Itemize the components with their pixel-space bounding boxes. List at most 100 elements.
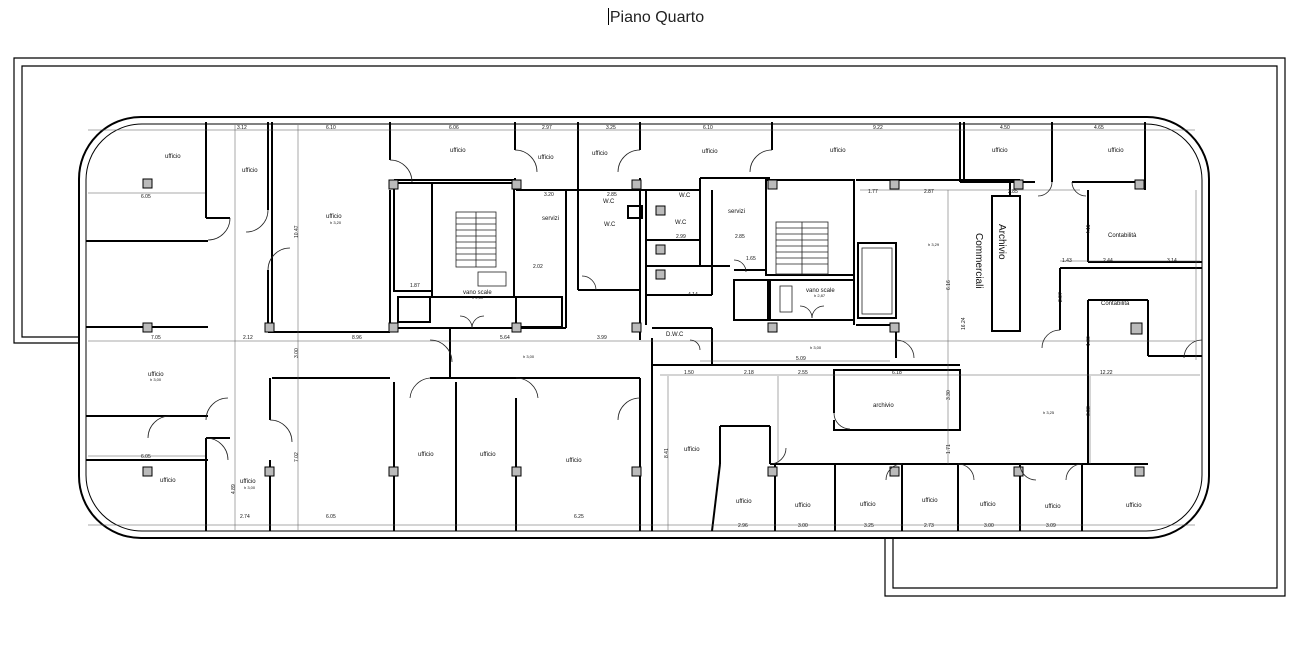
room-label: ufficio [418, 452, 434, 458]
room-label: ufficio [992, 148, 1008, 154]
room-label: D.W.C [666, 332, 684, 338]
room-label: ufficio [165, 154, 181, 160]
room-label: ufficio [242, 168, 258, 174]
dimension-label: 1.65 [746, 256, 756, 262]
dimension-label: 2.97 [542, 125, 552, 131]
dimension-label: 2.87 [924, 189, 934, 195]
text-cursor [607, 8, 609, 25]
dimension-label: 8.96 [352, 335, 362, 341]
plan-title: Piano Quarto [0, 8, 1312, 27]
dimension-label: 1.77 [868, 189, 878, 195]
dimension-label: 2.85 [1008, 189, 1018, 195]
room-label: ufficio [160, 478, 176, 484]
dimension-label: 2.55 [798, 370, 808, 376]
stair-flights [455, 211, 893, 315]
dimension-label: 1.87 [410, 283, 420, 289]
dimension-label: 3.25 [606, 125, 616, 131]
room-label: ufficio [538, 155, 554, 161]
dimension-label: 6.16 [946, 280, 952, 290]
dimension-labels: 3.12 6.10 6.06 2.97 3.25 6.10 9.22 4.50 … [141, 125, 1177, 529]
dimension-label: 6.05 [141, 454, 151, 460]
dimension-label: 16.24 [961, 317, 967, 330]
dimension-label: 6.06 [449, 125, 459, 131]
room-label: ufficio [684, 447, 700, 453]
dimension-label: 6.10 [326, 125, 336, 131]
dimension-label: 3.20 [544, 192, 554, 198]
room-label: servizi [728, 209, 745, 215]
dimension-label: 2.99 [676, 234, 686, 240]
dimension-label: 1.43 [1062, 258, 1072, 264]
dimension-label: 2.74 [240, 514, 250, 520]
dimension-label: 2.12 [243, 335, 253, 341]
dimension-label: 12.22 [1100, 370, 1113, 376]
dimension-label: 4.65 [1094, 125, 1104, 131]
dimension-label: 4.11 [1086, 224, 1092, 234]
dimension-label: 9.22 [873, 125, 883, 131]
terrace-outline [13, 57, 1286, 597]
room-label: W.C [604, 222, 616, 228]
dimension-label: 2.44 [1103, 258, 1113, 264]
dimension-label: 3.00 [294, 348, 300, 358]
dimension-label: 4.50 [1000, 125, 1010, 131]
room-height: h 3,00 [523, 354, 535, 359]
dimension-label: 2.96 [738, 523, 748, 529]
room-label: ufficio [592, 151, 608, 157]
building-outline [78, 116, 1210, 539]
room-label: W.C [603, 199, 615, 205]
dimension-label: 4.14 [688, 292, 698, 298]
dimension-label: 10.47 [294, 225, 300, 238]
room-label: archivio [873, 403, 894, 409]
dimension-label: 2.85 [607, 192, 617, 198]
structural-columns [142, 178, 1145, 477]
commerciali-label: Commerciali [973, 233, 984, 289]
room-label: Contabilità [1108, 233, 1137, 239]
room-label: ufficio [1045, 504, 1061, 510]
dimension-label: 6.98 [1086, 406, 1092, 416]
room-height: h 3,20 [330, 220, 342, 225]
dimension-label: 1.80 [1086, 336, 1092, 346]
dimension-label: 2.85 [735, 234, 745, 240]
dimension-label: 8.41 [664, 448, 670, 458]
room-label: ufficio [736, 499, 752, 505]
door-swings [147, 149, 1203, 481]
dimension-label: 6.18 [892, 370, 902, 376]
dimension-label: 6.05 [141, 194, 151, 200]
room-height: h 3,00 [244, 485, 256, 490]
room-labels: ufficio ufficio ufficio h 3,20 ufficio u… [148, 148, 1142, 510]
partition-walls [86, 122, 1202, 532]
dimension-label: 2.18 [744, 370, 754, 376]
plan-title-text: Piano Quarto [609, 9, 705, 26]
room-label: ufficio [830, 148, 846, 154]
dimension-label: 6.05 [326, 514, 336, 520]
room-height: h 2,60 [472, 295, 484, 300]
room-label: ufficio [480, 452, 496, 458]
dimension-label: 3.00 [798, 523, 808, 529]
dimension-label: 1.50 [684, 370, 694, 376]
dimension-label: 3.30 [946, 390, 952, 400]
room-label: W.C [679, 193, 691, 199]
dimension-label: 3.25 [864, 523, 874, 529]
room-label: ufficio [450, 148, 466, 154]
room-label: Contabilità [1101, 301, 1130, 307]
dimension-label: 3.99 [597, 335, 607, 341]
dimension-label: 5.64 [500, 335, 510, 341]
dimension-label: 2.02 [533, 264, 543, 270]
room-label: ufficio [1108, 148, 1124, 154]
dimension-label: 5.09 [796, 356, 806, 362]
room-label: ufficio [240, 479, 256, 485]
dimension-label: 7.02 [294, 452, 300, 462]
dimension-label: 6.25 [574, 514, 584, 520]
room-label: ufficio [980, 502, 996, 508]
room-label: ufficio [795, 503, 811, 509]
dimension-label: 1.71 [946, 444, 952, 454]
room-height: h 3,00 [150, 377, 162, 382]
dimension-label: 2.97 [1058, 292, 1064, 302]
room-height: h 3,25 [1043, 410, 1055, 415]
room-label: ufficio [148, 372, 164, 378]
room-label: ufficio [922, 498, 938, 504]
dimension-label: 7.05 [151, 335, 161, 341]
room-label: ufficio [1126, 503, 1142, 509]
room-height: h 3,29 [928, 242, 940, 247]
room-label: vano scale [806, 288, 835, 294]
